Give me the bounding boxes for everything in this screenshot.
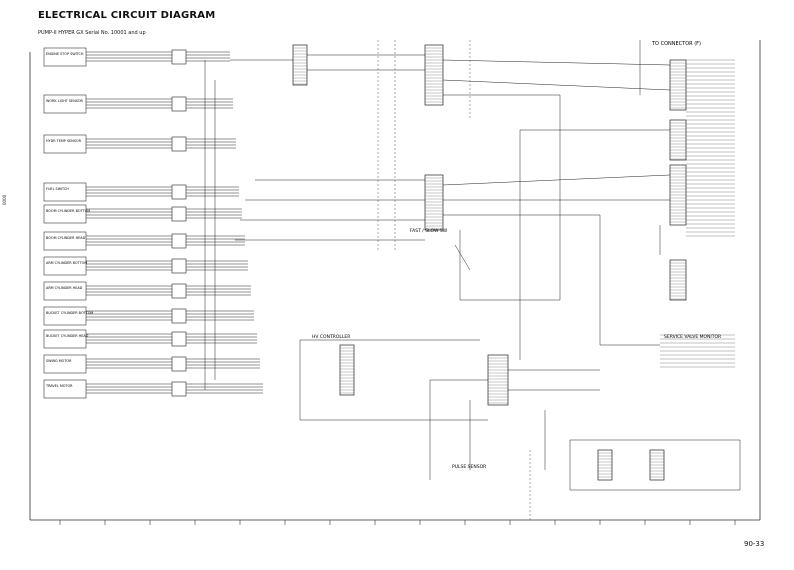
wire [454,244,471,271]
connector [171,233,187,249]
frame [29,40,761,521]
component-label: BUCKET CYLINDER BOTTOM [46,311,93,315]
component-box [43,306,87,326]
component-label: BUCKET CYLINDER HEAD [46,334,89,338]
connector [171,381,187,397]
component-label: ARM CYLINDER HEAD [46,286,83,290]
component-label: BOOM CYLINDER HEAD [46,236,86,240]
diagram-subtitle: PUMP-II HYPER GX Serial No. 10001 and up [38,30,146,36]
connector [171,49,187,65]
component-label: WORK LIGHT SENSOR [46,99,84,103]
component-box [43,231,87,251]
junction-block-f [669,119,687,161]
wire [442,79,671,91]
component-11: TRAVEL MOTOR [43,379,87,399]
connector [171,96,187,112]
component-8: BUCKET CYLINDER BOTTOM [43,306,93,326]
component-9: BUCKET CYLINDER HEAD [43,329,89,349]
component-label: BOOM CYLINDER BOTTOM [46,209,90,213]
junction-block-h [669,259,687,301]
pulse-sensor-label: PULSE SENSOR [452,464,486,470]
component-label: TRAVEL MOTOR [45,384,73,388]
wire [442,59,671,66]
wiring-lines [59,40,741,525]
hv-controller-label: HV CONTROLLER [312,334,350,340]
diagram-title: ELECTRICAL CIRCUIT DIAGRAM [38,10,216,21]
component-box [43,256,87,276]
component-6: ARM CYLINDER BOTTOM [43,256,87,276]
wire [442,174,671,186]
component-label: HYDR TEMP SENSOR [46,139,82,143]
junction-block-e [669,59,687,111]
component-label: ENGINE STOP SWITCH [46,52,84,56]
connector [171,331,187,347]
component-box [43,281,87,301]
connector [171,136,187,152]
component-box [43,134,87,154]
component-7: ARM CYLINDER HEAD [43,281,87,301]
component-box [43,182,87,202]
component-box [43,379,87,399]
component-label: FUEL SWITCH [46,187,69,191]
left-component-column: ENGINE STOP SWITCH WORK LIGHT SENSOR HYDR … [43,47,93,399]
tr-connector-label: TO CONNECTOR (F) [651,41,701,47]
connector [171,356,187,372]
connector [171,283,187,299]
component-box [43,329,87,349]
component-box [43,354,87,374]
component-1: WORK LIGHT SENSOR [43,94,87,114]
junction-block-c [424,174,444,231]
junction-block-a [292,44,308,86]
component-3: FUEL SWITCH [43,182,87,202]
connector [171,258,187,274]
junction-block-k [649,449,665,481]
component-2: HYDR TEMP SENSOR [43,134,87,154]
component-label: SWING MOTOR [46,359,72,363]
connector-blocks [171,44,687,481]
component-box [43,47,87,67]
component-5: BOOM CYLINDER HEAD [43,231,87,251]
junction-block-b [424,44,444,106]
junction-block-d [487,354,509,406]
component-0: ENGINE STOP SWITCH [43,47,87,67]
junction-block-i [339,344,355,396]
connector [171,184,187,200]
junction-block-j [597,449,613,481]
fast-slow-switch-label: FAST / SLOW SW [410,228,448,234]
page-number: 90-33 [744,540,765,548]
junction-block-g [669,164,687,226]
component-box [43,94,87,114]
service-valve-monitor-label: SERVICE VALVE MONITOR [664,334,721,340]
connector [171,308,187,324]
connector [171,206,187,222]
component-label: ARM CYLINDER BOTTOM [46,261,87,265]
component-4: BOOM CYLINDER BOTTOM [43,204,90,224]
component-10: SWING MOTOR [43,354,87,374]
component-box [43,204,87,224]
